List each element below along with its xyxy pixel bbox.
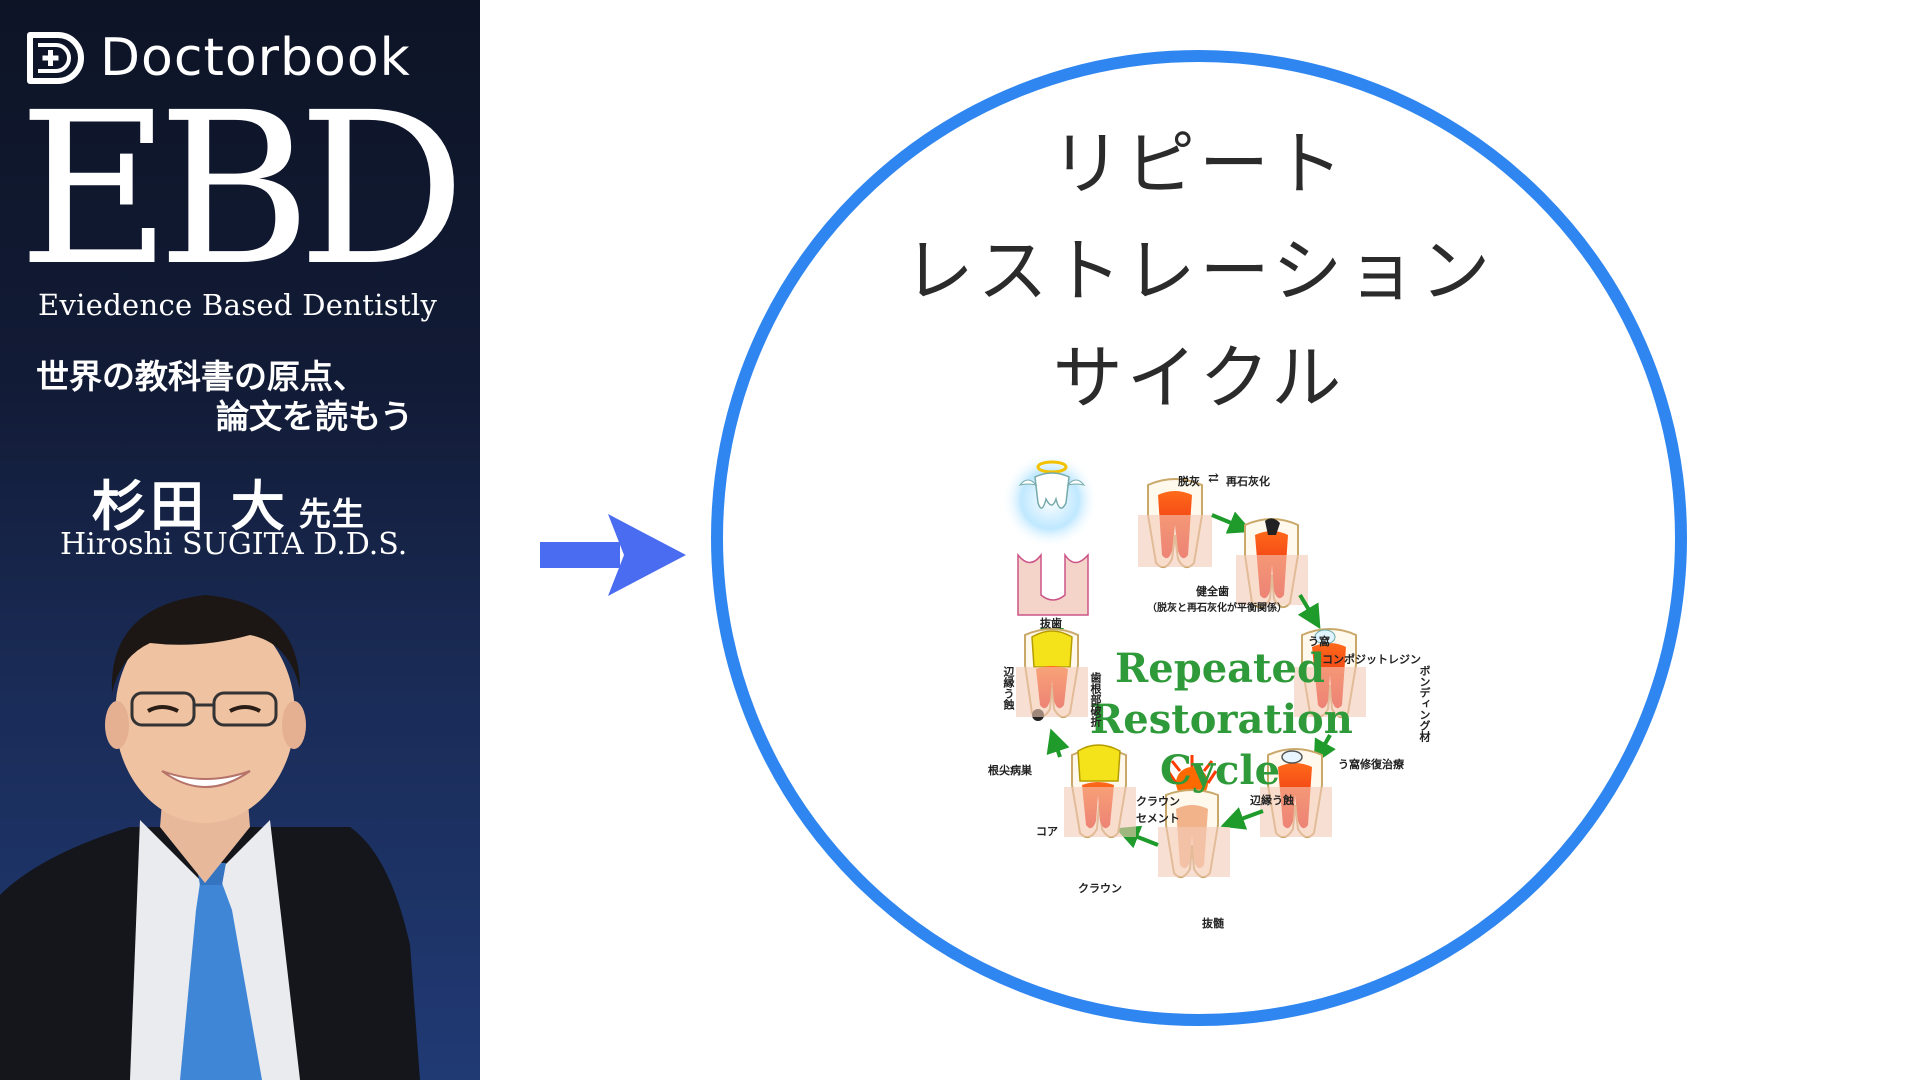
label-core: コア: [1036, 823, 1058, 839]
label-composite: コンポジットレジン: [1322, 651, 1421, 667]
label-healthy: 健全歯: [1196, 583, 1229, 599]
label-crown: クラウン: [1078, 880, 1122, 896]
label-caries-restoration: う窩修復治療: [1338, 756, 1404, 772]
label-marginal-caries-left: 辺縁う蝕: [1000, 666, 1016, 710]
series-subtitle: Eviedence Based Dentistly: [38, 288, 437, 322]
label-extraction: 抜歯: [1040, 615, 1062, 631]
label-marginal-caries-right: 辺縁う蝕: [1250, 792, 1294, 808]
equilibrium-arrows-icon: ⇄: [1208, 471, 1219, 486]
cycle-center-line3: Cycle: [1090, 747, 1350, 794]
speaker-name-en: Hiroshi SUGITA D.D.S.: [60, 527, 407, 562]
label-demineral: 脱灰: [1178, 473, 1200, 489]
tagline-line2: 論文を読もう: [216, 390, 413, 438]
slide-title-line2: レストレーション: [711, 215, 1687, 316]
label-caries: う窩: [1308, 633, 1330, 649]
caries-tooth: [1236, 518, 1308, 607]
cycle-center-line1: Repeated: [1090, 645, 1350, 692]
label-bonding: ボンディング材: [1416, 665, 1432, 742]
right-arrow-icon: [538, 512, 688, 598]
label-crown-part: クラウン: [1136, 793, 1180, 809]
label-remineral: 再石灰化: [1226, 473, 1270, 489]
speaker-portrait: [0, 565, 480, 1080]
label-apical-lesion: 根尖病巣: [988, 762, 1032, 778]
series-title: EBD: [18, 90, 478, 290]
sidebar-banner: Doctorbook EBD Eviedence Based Dentistly…: [0, 0, 480, 1080]
cycle-center-line2: Restoration: [1090, 696, 1350, 743]
restoration-cycle-diagram: [980, 455, 1450, 935]
healthy-tooth: [1138, 479, 1212, 567]
label-healthy-note: （脱灰と再石灰化が平衡関係）: [1147, 599, 1287, 614]
label-pulpectomy: 抜髄: [1202, 915, 1224, 931]
label-cement: セメント: [1136, 810, 1180, 826]
label-root-fracture: 歯根部破折: [1087, 672, 1103, 727]
slide-title-line3: サイクル: [711, 322, 1687, 423]
root-fracture-tooth: [1016, 629, 1088, 721]
slide-title-line1: リピート: [711, 108, 1687, 209]
